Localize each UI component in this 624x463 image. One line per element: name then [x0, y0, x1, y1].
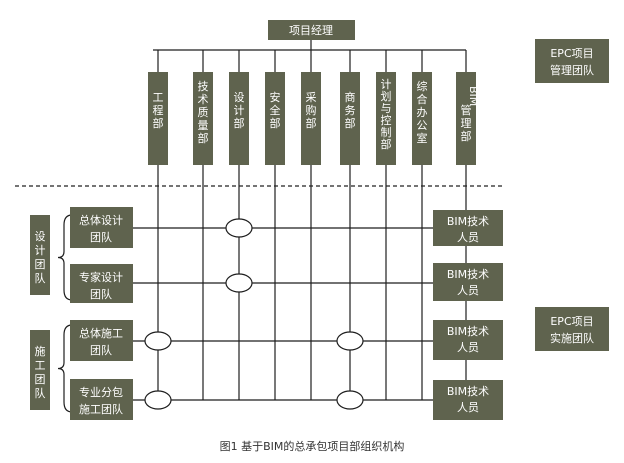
intersection-ellipse-5	[144, 390, 172, 410]
project-manager-box	[268, 20, 355, 40]
epc-management-label-line1: EPC项目	[550, 47, 593, 60]
team-box-1	[70, 207, 133, 248]
dept-box-8	[412, 72, 432, 165]
epc-management-label-line2: 管理团队	[550, 63, 594, 77]
dept-box-5	[301, 72, 321, 165]
dept-label-1: 工程部	[153, 91, 164, 130]
team-box-4	[70, 379, 133, 420]
team-box-3	[70, 320, 133, 361]
bim-staff-label-3-line2: 人员	[457, 341, 479, 354]
epc-management-box	[535, 39, 609, 83]
bim-staff-box-2	[433, 263, 503, 301]
epc-execution-label-line1: EPC项目	[550, 315, 593, 328]
epc-execution-box	[535, 307, 609, 351]
design-brace	[57, 214, 73, 301]
dept-box-2	[193, 72, 213, 165]
team-label-3-line1: 总体施工	[79, 326, 123, 340]
dept-label-7: 计划与控制部	[381, 78, 392, 151]
org-boxes: 项目经理工程部技术质量部设计部安全部采购部商务部计划与控制部综合办公室BIM管理…	[30, 20, 609, 420]
dept-label-6: 商务部	[345, 90, 356, 130]
bim-staff-label-4-line1: BIM技术	[447, 385, 489, 398]
intersection-ellipse-1	[225, 218, 253, 238]
intersection-ellipse-4	[336, 331, 364, 351]
intersection-ellipses	[144, 218, 364, 410]
design-group-box	[30, 215, 50, 295]
team-label-4-line2: 施工团队	[79, 402, 123, 416]
bim-staff-label-1-line2: 人员	[457, 231, 479, 244]
dept-box-1	[148, 72, 168, 165]
intersection-ellipse-3	[144, 331, 172, 351]
dept-label-2: 技术质量部	[198, 80, 209, 145]
team-label-1-line2: 团队	[90, 230, 112, 244]
construction-brace	[57, 324, 73, 413]
dept-box-4	[265, 72, 285, 165]
intersection-ellipse-2	[225, 273, 253, 293]
construction-group-box	[30, 330, 50, 410]
dept-label-4: 安全部	[270, 90, 281, 130]
dept-label-bim-prefix: BIM	[467, 86, 480, 106]
intersection-ellipse-6	[336, 390, 364, 410]
dept-box-6	[340, 72, 360, 165]
figure-caption: 图1 基于BIM的总承包项目部组织机构	[220, 439, 405, 453]
epc-execution-label-line2: 实施团队	[550, 331, 594, 345]
bim-staff-label-2-line2: 人员	[457, 284, 479, 297]
bim-staff-label-3-line1: BIM技术	[447, 325, 489, 338]
design-group-label: 设计团队	[35, 230, 46, 285]
construction-group-label: 施工团队	[35, 345, 46, 400]
dept-label-5: 采购部	[306, 91, 317, 130]
team-label-2-line1: 专家设计	[79, 270, 123, 284]
dept-box-7	[376, 72, 396, 165]
bim-staff-label-4-line2: 人员	[457, 401, 479, 414]
bim-staff-box-4	[433, 380, 503, 420]
team-label-3-line2: 团队	[90, 343, 112, 357]
dept-box-3	[229, 72, 249, 165]
team-label-1-line1: 总体设计	[79, 213, 123, 227]
dept-label-9: 管理部	[461, 103, 472, 143]
bim-staff-box-1	[433, 210, 503, 246]
dept-box-9	[456, 72, 476, 165]
bim-staff-label-2-line1: BIM技术	[447, 268, 489, 281]
project-manager-label: 项目经理	[289, 24, 333, 37]
bim-staff-label-1-line1: BIM技术	[447, 215, 489, 228]
team-label-2-line2: 团队	[90, 287, 112, 301]
dept-label-8: 综合办公室	[417, 79, 428, 145]
dept-label-3: 设计部	[234, 91, 245, 130]
team-box-2	[70, 264, 133, 303]
team-label-4-line1: 专业分包	[79, 385, 123, 399]
bim-staff-box-3	[433, 320, 503, 360]
